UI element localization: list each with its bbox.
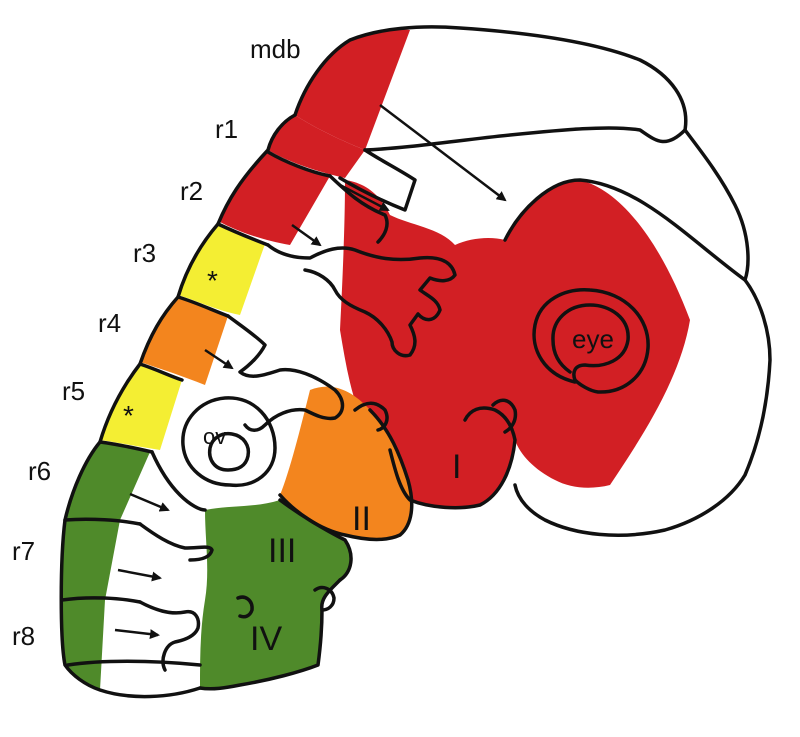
mdb-label: mdb (250, 34, 301, 64)
arch-III-label: III (268, 532, 296, 570)
eye-region-outline (503, 178, 747, 282)
r4-label: r4 (98, 308, 121, 338)
midbrain-fold-line (363, 126, 687, 152)
r1-r2-boundary (266, 150, 332, 178)
r1-inner-strip (338, 148, 417, 212)
r5-label: r5 (62, 376, 85, 406)
arch-I-red-region (340, 180, 690, 508)
r4-migration-arrow (204, 348, 234, 370)
pouch-4 (236, 595, 254, 619)
pouch-2 (491, 398, 518, 434)
r3-yellow-region (178, 224, 265, 315)
arch-II-orange-region (280, 386, 412, 540)
arch-II-label: II (352, 500, 371, 538)
r8-crest-stream (138, 600, 201, 672)
otic-vesicle-outer (181, 396, 277, 488)
r4-r5-boundary (138, 362, 184, 382)
arch-I-outline (388, 406, 517, 510)
r2-crest-stream (266, 243, 457, 358)
r8-bottom-boundary (66, 659, 202, 667)
arch-III-IV-green-region (200, 500, 352, 689)
arch-IV-outline (198, 578, 342, 691)
pouch-3 (313, 585, 336, 612)
r4-crest-stream (226, 314, 345, 432)
arch-IV-label: IV (250, 620, 282, 658)
r5-r6-boundary (98, 440, 154, 454)
hindbrain-outer-edge (59, 113, 297, 699)
r6-migration-arrow (129, 492, 170, 512)
mdb-migration-arrow (379, 104, 507, 202)
eye-curl (532, 288, 650, 394)
r2-r3-boundary (216, 222, 270, 247)
r3-star: * (207, 265, 218, 296)
pouch-1 (353, 401, 389, 432)
r2-migration-arrow (291, 223, 322, 247)
r6-r7-boundary (63, 517, 142, 526)
head-outline (293, 25, 772, 537)
r7-crest-stream (138, 522, 214, 562)
r3-label: r3 (133, 238, 156, 268)
otic-vesicle-inner (207, 431, 251, 472)
r1-migration-arrow (339, 183, 390, 212)
r8-label: r8 (12, 621, 35, 651)
mdb-red-region (295, 29, 410, 150)
r5-yellow-region (100, 364, 182, 450)
r6-label: r6 (28, 456, 51, 486)
r2-label: r2 (180, 176, 203, 206)
r3-r4-boundary (176, 295, 230, 318)
otic-vesicle-label: ov (203, 424, 226, 449)
r5-star: * (123, 400, 134, 431)
r7-r8-boundary (60, 596, 142, 604)
eye-label: eye (572, 324, 614, 354)
r7-migration-arrow (117, 568, 162, 582)
r8-migration-arrow (114, 628, 160, 640)
r1-red-region (268, 115, 365, 178)
r6-r8-green-region (61, 442, 150, 690)
r6-crest-stream (150, 450, 207, 512)
arch-I-label: I (452, 448, 461, 486)
r7-label: r7 (12, 536, 35, 566)
r1-label: r1 (215, 114, 238, 144)
arch-III-outline (278, 498, 353, 582)
